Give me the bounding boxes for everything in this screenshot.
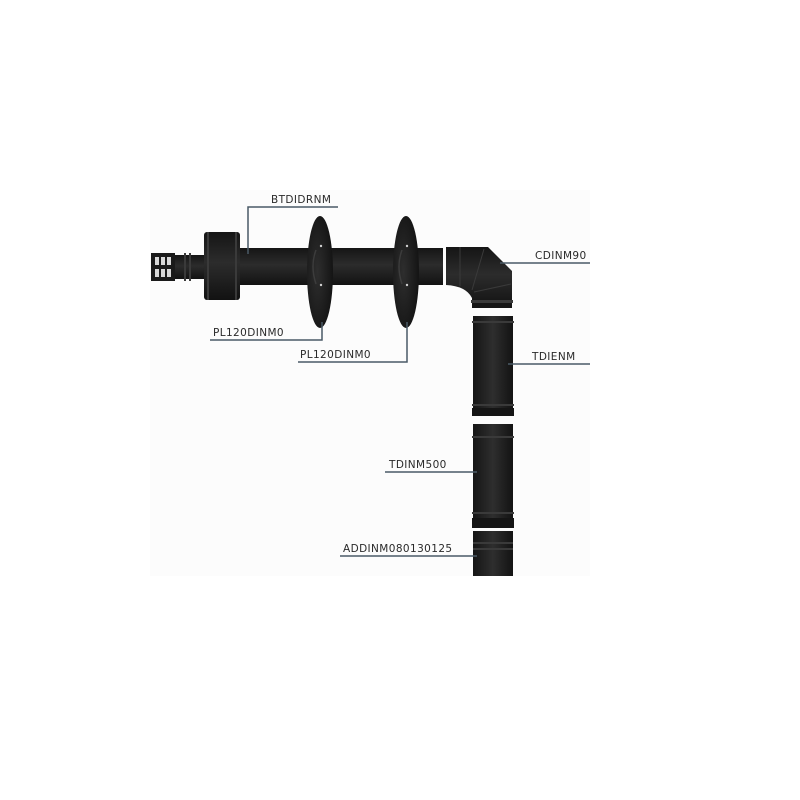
label-adapter: ADDINM080130125: [343, 543, 453, 555]
vertical-pipe-upper: [472, 316, 514, 416]
label-pipe-upper: TDIENM: [532, 351, 576, 363]
label-plate-2: PL120DINM0: [300, 349, 371, 361]
elbow-90: [446, 247, 513, 308]
leader-terminal: [247, 206, 338, 254]
leader-plate-1: [210, 322, 323, 341]
label-terminal: BTDIDRNM: [271, 194, 332, 206]
wall-plate-1: [307, 216, 333, 328]
label-pipe-lower: TDINM500: [389, 459, 447, 471]
wall-plate-2: [393, 216, 419, 328]
leader-plate-2: [298, 322, 408, 363]
label-plate-1: PL120DINM0: [213, 327, 284, 339]
adapter: [473, 531, 513, 576]
leader-lines: [210, 206, 590, 557]
label-elbow: CDINM90: [535, 250, 587, 262]
terminal-collar: [204, 232, 240, 300]
terminal-grille: [151, 253, 205, 281]
vertical-pipe-lower: [472, 424, 514, 528]
